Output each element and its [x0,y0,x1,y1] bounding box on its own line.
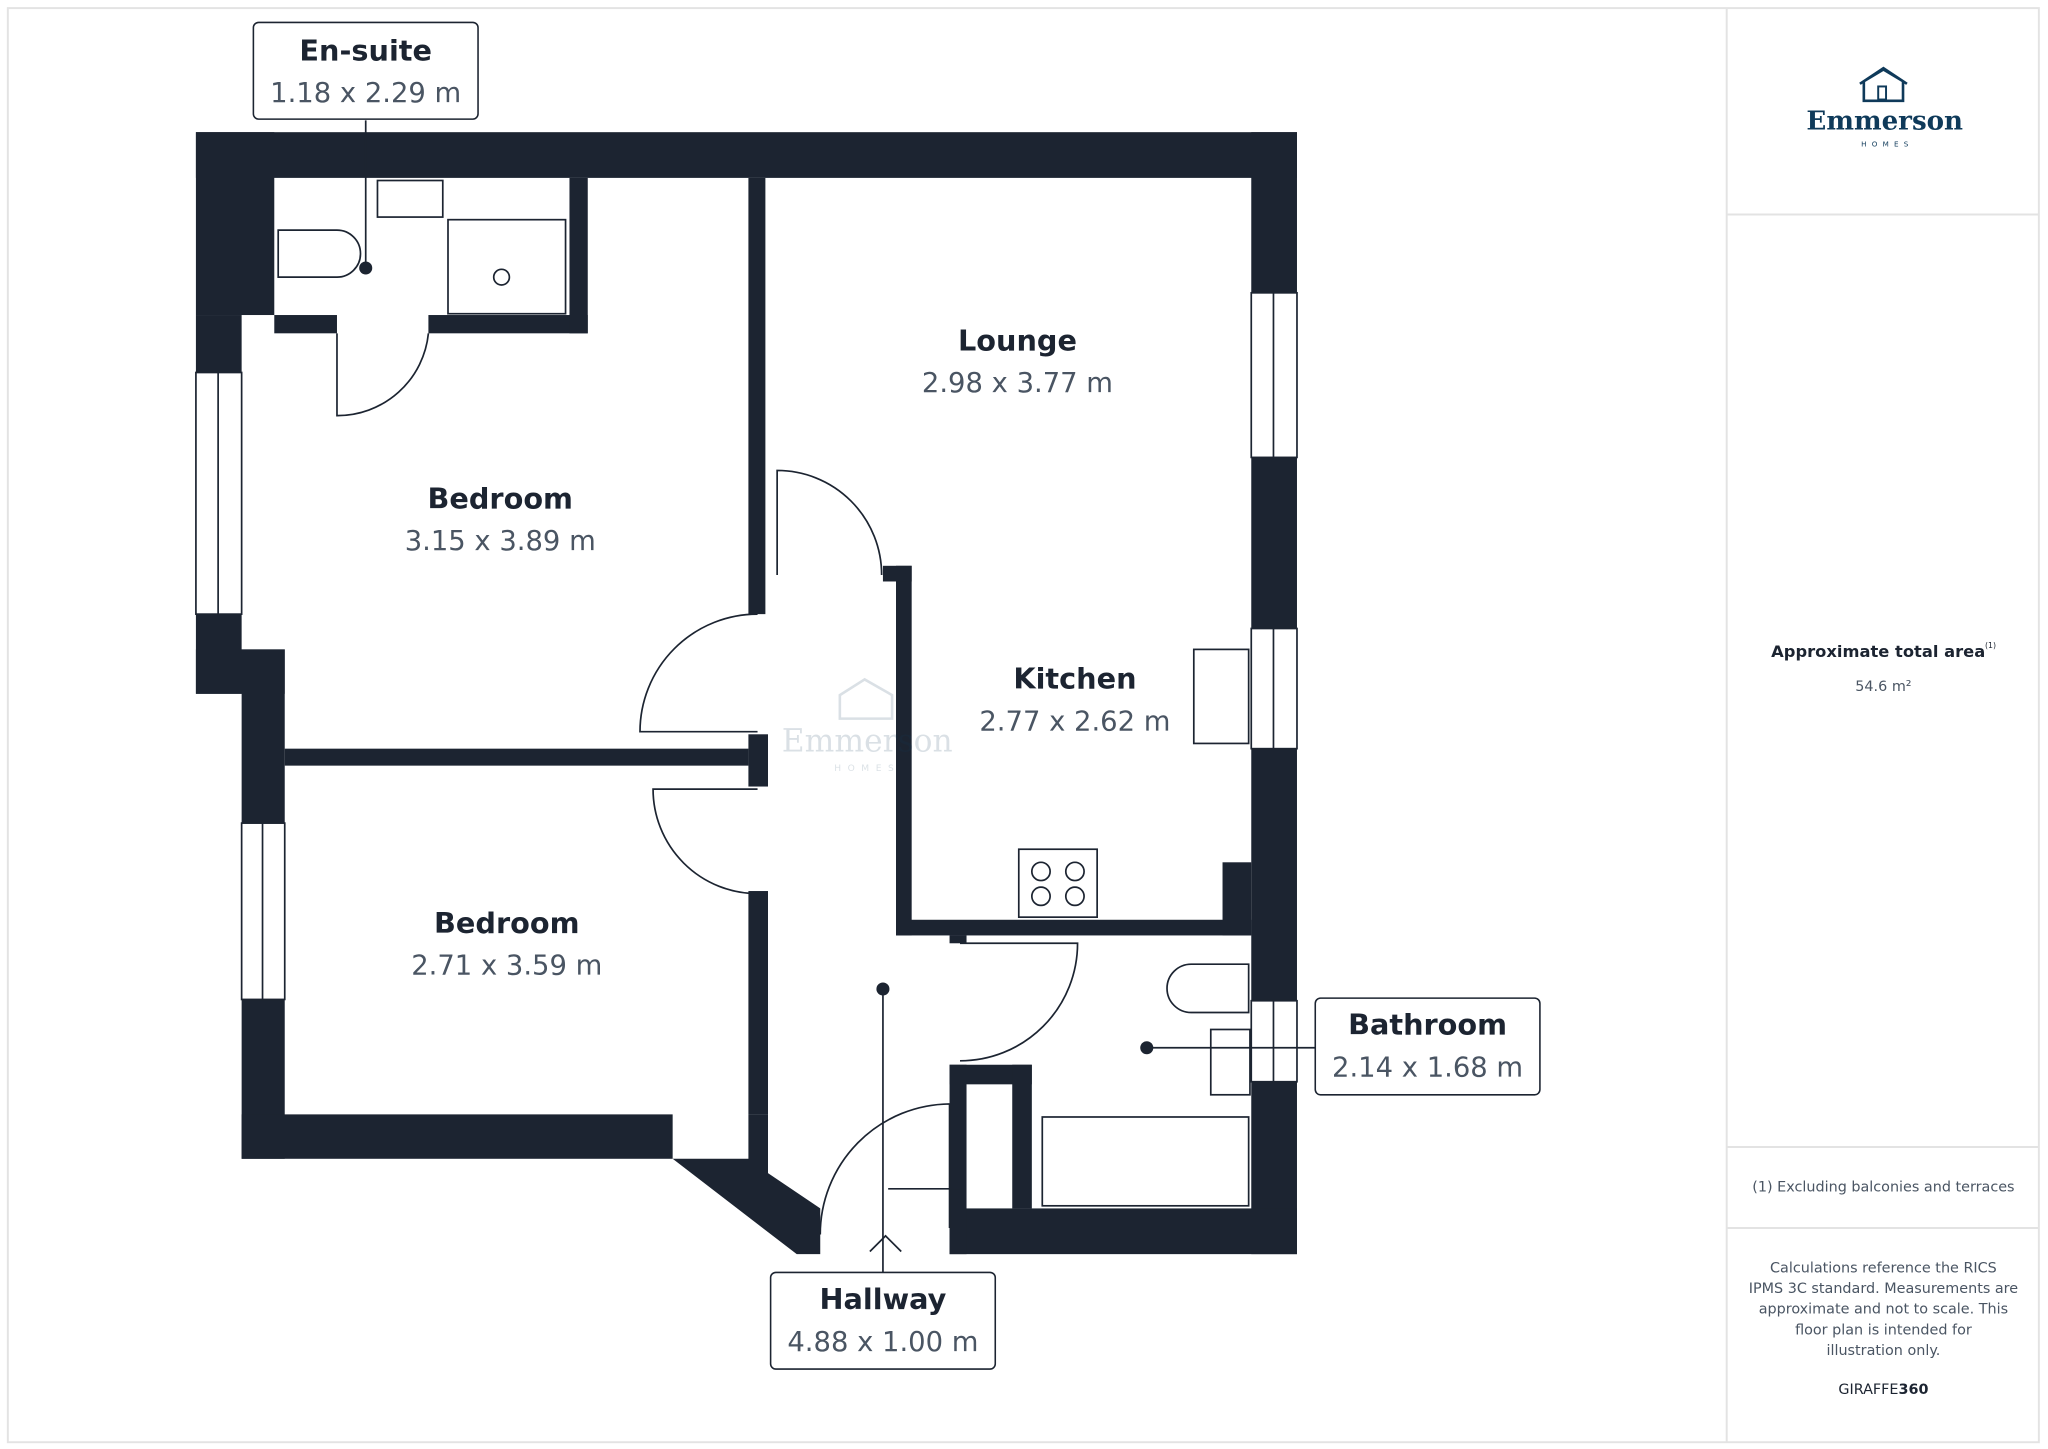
svg-text:1.18 x 2.29 m: 1.18 x 2.29 m [270,78,461,109]
fixtures [277,120,1316,1274]
svg-text:Bedroom: Bedroom [434,906,579,940]
svg-text:(1): (1) [1985,641,1996,650]
sink-icon [376,179,444,218]
svg-text:Emmerson: Emmerson [782,723,953,759]
credit-logo: GIRAFFE360 [1838,1382,1928,1398]
svg-text:Hallway: Hallway [820,1282,947,1316]
svg-text:Emmerson: Emmerson [1806,106,1963,137]
svg-text:Kitchen: Kitchen [1013,662,1136,696]
room-label-hallway: Hallway 4.88 x 1.00 m [769,1271,997,1370]
room-label-bathroom: Bathroom 2.14 x 1.68 m [1314,997,1541,1096]
svg-text:3.15 x 3.89 m: 3.15 x 3.89 m [405,526,596,557]
walls [195,132,1297,1255]
disclaimer-line: IPMS 3C standard. Measurements are [1749,1281,2019,1297]
svg-text:54.6 m²: 54.6 m² [1855,679,1911,695]
room-label-bedroom-2: Bedroom 2.71 x 3.59 m [411,906,602,982]
toilet-icon [277,229,362,279]
footnote: (1) Excluding balconies and terraces [1752,1179,2014,1195]
svg-text:2.77 x 2.62 m: 2.77 x 2.62 m [979,706,1170,737]
room-label-bedroom-1: Bedroom 3.15 x 3.89 m [405,481,596,557]
svg-text:Bathroom: Bathroom [1348,1008,1507,1042]
disclaimer-line: Calculations reference the RICS [1770,1260,1997,1276]
svg-text:2.71 x 3.59 m: 2.71 x 3.59 m [411,951,602,982]
svg-text:En-suite: En-suite [299,33,432,67]
disclaimer: Calculations reference the RICS IPMS 3C s… [1749,1260,2019,1359]
room-label-kitchen: Kitchen 2.77 x 2.62 m [979,662,1170,738]
doors [336,333,1079,1235]
toilet-icon [1166,963,1250,1014]
svg-text:2.14 x 1.68 m: 2.14 x 1.68 m [1332,1053,1523,1084]
basin-icon [1209,1028,1251,1096]
disclaimer-line: approximate and not to scale. This [1759,1302,2008,1318]
watermark-logo: Emmerson HOMES [782,677,953,774]
svg-text:Lounge: Lounge [958,323,1077,357]
svg-text:HOMES: HOMES [834,764,900,774]
disclaimer-line: illustration only. [1826,1343,1940,1359]
svg-text:HOMES: HOMES [1861,140,1913,149]
hob-icon [1017,848,1098,919]
svg-text:2.98 x 3.77 m: 2.98 x 3.77 m [922,368,1113,399]
shower-icon [447,218,567,315]
sheet-border [6,7,2040,1444]
room-label-en-suite: En-suite 1.18 x 2.29 m [252,21,479,120]
disclaimer-line: floor plan is intended for [1795,1322,1972,1338]
svg-text:Bedroom: Bedroom [428,481,573,515]
brand-logo: Emmerson HOMES [1806,66,1963,149]
svg-text:4.88 x 1.00 m: 4.88 x 1.00 m [787,1327,978,1358]
windows [195,291,1298,1083]
kitchen-sink-icon [1192,648,1250,745]
bath-icon [1041,1116,1250,1207]
svg-text:Approximate total area: Approximate total area [1771,642,1985,661]
room-label-lounge: Lounge 2.98 x 3.77 m [922,323,1113,399]
area-summary: Approximate total area (1) 54.6 m² [1771,641,1996,695]
